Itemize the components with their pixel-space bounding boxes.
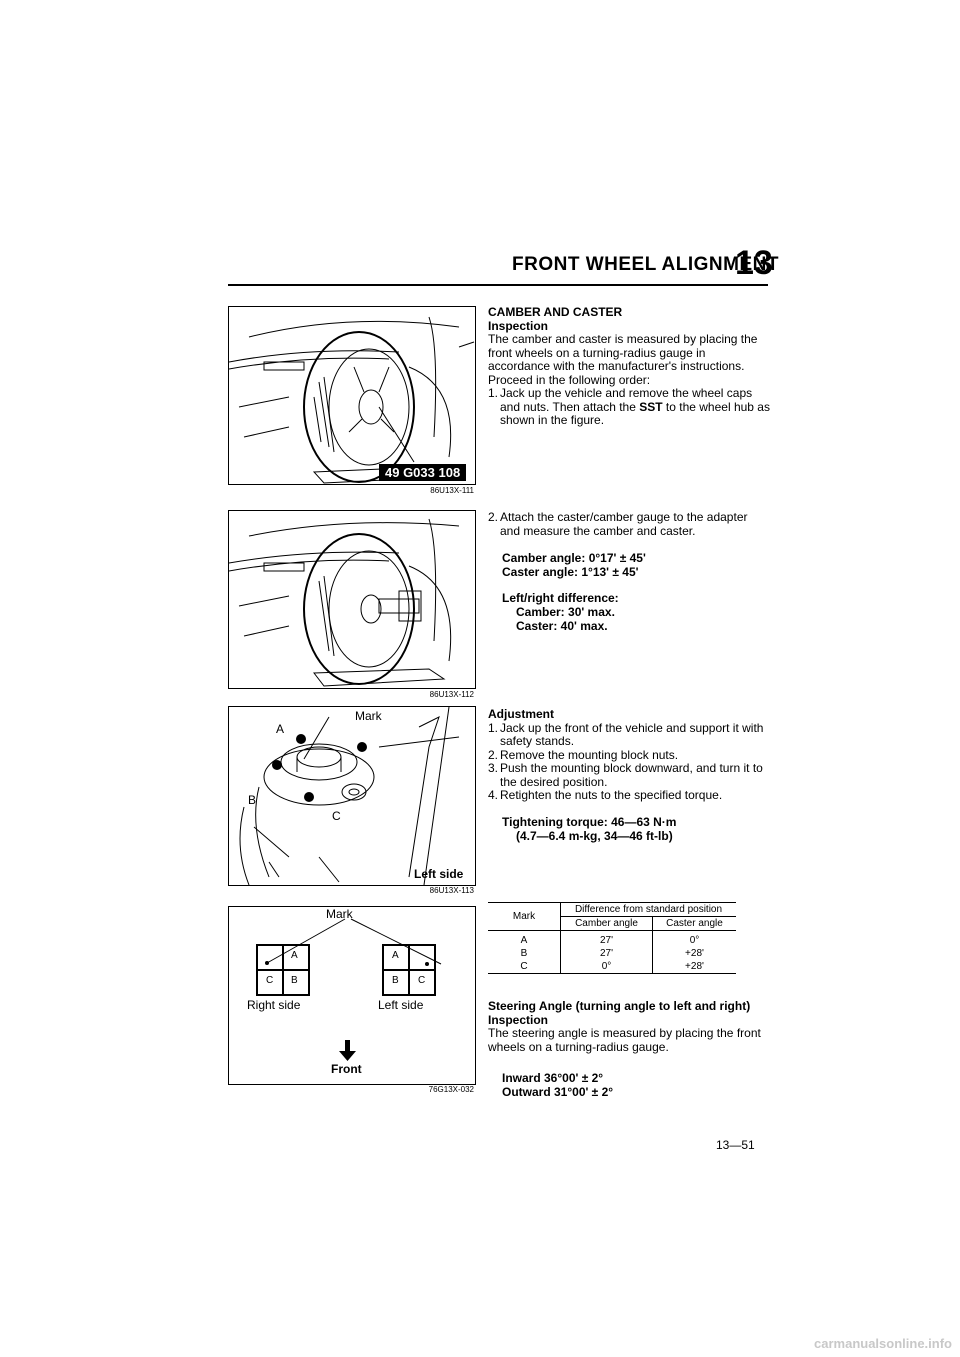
- page-number: 13—51: [716, 1138, 755, 1152]
- figure-wheel-gauge: [228, 510, 476, 689]
- label-left-side: Left side: [378, 998, 424, 1012]
- step-text-part: Jack up the vehicle and remove the wheel…: [500, 386, 753, 414]
- step-number: 2.: [488, 747, 499, 762]
- cell-camber: 27': [560, 947, 653, 960]
- figure-wheel-sst: 49 G033 108: [228, 306, 476, 485]
- mounting-block-illustration: [239, 707, 460, 885]
- step-item: 1. Jack up the vehicle and remove the wh…: [488, 386, 770, 428]
- cell-a-right: A: [291, 950, 298, 961]
- label-right-side: Right side: [247, 998, 301, 1012]
- cell-camber: 0°: [560, 960, 653, 974]
- table-row: A 27' 0°: [488, 930, 736, 947]
- figure-code: 86U13X-112: [429, 690, 474, 699]
- step-item: 2. Attach the caster/camber gauge to the…: [488, 510, 770, 538]
- cell-b-right: B: [291, 975, 298, 986]
- step-text: Push the mounting block downward, and tu…: [500, 761, 763, 789]
- paragraph: The steering angle is measured by placin…: [488, 1026, 761, 1054]
- adjustment-table: Mark Difference from standard position C…: [488, 902, 736, 974]
- wheel-with-sst-illustration: [229, 316, 475, 484]
- table-row: C 0° +28': [488, 960, 736, 974]
- section-heading: Steering Angle (turning angle to left an…: [488, 999, 751, 1013]
- step-number: 1.: [488, 720, 499, 735]
- step-item: 1. Jack up the front of the vehicle and …: [488, 720, 770, 749]
- header-rule: [228, 284, 768, 286]
- col-header-caster: Caster angle: [652, 916, 736, 931]
- paragraph: Proceed in the following order:: [488, 372, 651, 387]
- figure-code: 76G13X-032: [428, 1085, 474, 1094]
- step-number: 4.: [488, 788, 499, 802]
- label-mark: Mark: [355, 709, 382, 723]
- inward-spec: Inward 36°00' ± 2°: [502, 1071, 604, 1085]
- adjustment-section: Adjustment 1. Jack up the front of the v…: [488, 707, 770, 803]
- step-number: 3.: [488, 761, 499, 775]
- table-header-row: Camber angle Caster angle: [488, 916, 736, 931]
- sst-part-label: 49 G033 108: [379, 464, 467, 481]
- figure-mounting-block: Mark A B C Left side: [228, 706, 476, 886]
- cell-c-right: C: [266, 975, 274, 986]
- step-item: 2. Remove the mounting block nuts.: [488, 747, 770, 763]
- section-title: FRONT WHEEL ALIGNMENT: [512, 254, 779, 275]
- col-header-camber: Camber angle: [560, 916, 653, 931]
- difference-heading: Left/right difference:: [502, 591, 619, 605]
- difference-camber: Camber: 30' max.: [516, 605, 615, 619]
- table-header-row: Mark Difference from standard position: [488, 902, 736, 931]
- wheel-with-gauge-illustration: [229, 518, 460, 687]
- label-c: C: [332, 809, 341, 823]
- camber-spec: Camber angle: 0°17' ± 45': [502, 551, 646, 565]
- torque-spec: Tightening torque: 46—63 N·m: [502, 815, 677, 829]
- col-header-group: Difference from standard position: [560, 902, 736, 917]
- label-b: B: [248, 793, 257, 807]
- step-text: Attach the caster/camber gauge to the ad…: [500, 510, 748, 538]
- step-text-part: to the wheel hub as shown in the figure.: [500, 399, 770, 427]
- cell-mark: C: [488, 960, 561, 974]
- cell-mark: A: [488, 930, 561, 947]
- torque-spec-alt: (4.7—6.4 m-kg, 34—46 ft-lb): [516, 829, 673, 843]
- steering-angle-section: Steering Angle (turning angle to left an…: [488, 999, 770, 1054]
- figure-code: 86U13X-111: [430, 486, 474, 495]
- section-subheading: Inspection: [488, 1012, 549, 1027]
- label-a: A: [276, 722, 285, 736]
- measure-step: 2. Attach the caster/camber gauge to the…: [488, 510, 770, 538]
- step-number: 1.: [488, 386, 499, 400]
- mark-position-diagram: [256, 918, 442, 1061]
- cell-caster: +28': [685, 948, 704, 959]
- step-number: 2.: [488, 510, 499, 524]
- label-left-side: Left side: [414, 867, 464, 881]
- col-header-mark: Mark: [488, 902, 561, 931]
- table-row: B 27' +28': [488, 947, 736, 960]
- section-heading: CAMBER AND CASTER: [488, 305, 623, 319]
- step-text: Jack up the front of the vehicle and sup…: [500, 720, 764, 748]
- camber-caster-section: CAMBER AND CASTER Inspection The camber …: [488, 305, 770, 428]
- cell-caster: 0°: [689, 935, 700, 946]
- sst-term: SST: [639, 399, 663, 414]
- cell-a-left: A: [392, 950, 399, 961]
- cell-mark: B: [488, 947, 561, 960]
- label-mark: Mark: [326, 907, 353, 921]
- figure-mark-positions: Mark A C B A B C Right side Left side Fr…: [228, 906, 476, 1085]
- step-item: 3. Push the mounting block downward, and…: [488, 761, 770, 789]
- figure-code: 86U13X-113: [429, 886, 474, 895]
- step-text: Remove the mounting block nuts.: [500, 747, 679, 762]
- step-text: Retighten the nuts to the specified torq…: [500, 788, 723, 802]
- difference-caster: Caster: 40' max.: [516, 619, 608, 633]
- step-text: Jack up the vehicle and remove the wheel…: [500, 386, 770, 428]
- section-heading: Adjustment: [488, 707, 554, 721]
- step-item: 4. Retighten the nuts to the specified t…: [488, 788, 770, 803]
- cell-c-left: C: [418, 975, 426, 986]
- footer-watermark: carmanualsonline.info: [814, 1336, 952, 1351]
- cell-b-left: B: [392, 975, 399, 986]
- paragraph: The camber and caster is measured by pla…: [488, 332, 758, 373]
- section-subheading: Inspection: [488, 318, 549, 333]
- cell-camber: 27': [560, 930, 653, 947]
- caster-spec: Caster angle: 1°13' ± 45': [502, 565, 639, 579]
- outward-spec: Outward 31°00' ± 2°: [502, 1085, 614, 1099]
- section-number: 13: [735, 244, 773, 282]
- label-front: Front: [331, 1062, 362, 1076]
- cell-caster: +28': [652, 960, 736, 974]
